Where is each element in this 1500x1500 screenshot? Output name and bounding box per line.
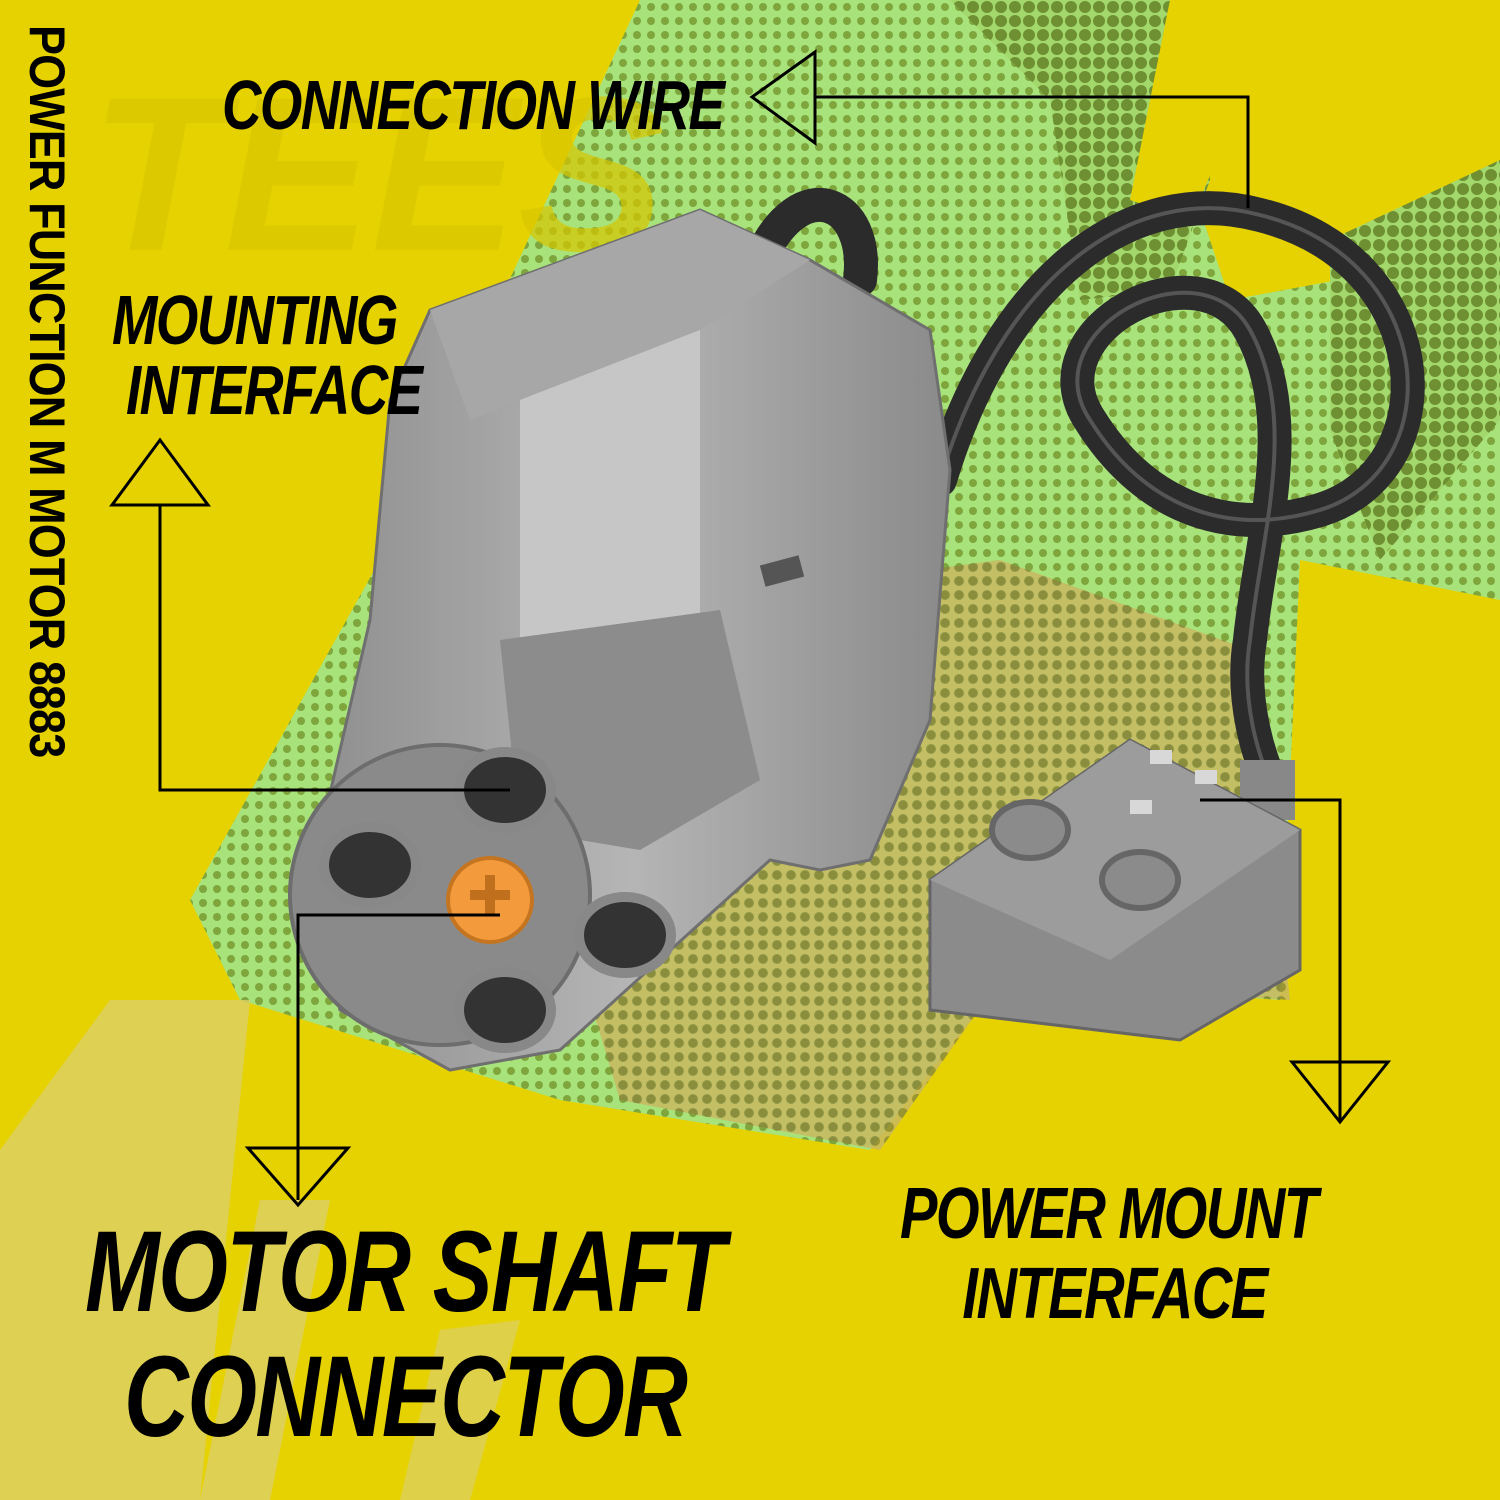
- motor-shaft-arrow-icon: [244, 1146, 352, 1208]
- svg-text:TEES: TEES: [90, 51, 665, 297]
- callout-motor-shaft-line2: Connector: [124, 1333, 688, 1461]
- mounting-interface-arrow-icon: [109, 437, 211, 507]
- mounting-interface-line: [158, 505, 510, 792]
- callout-connection-wire-label: Connection Wire: [222, 66, 725, 144]
- power-mount-line: [1200, 798, 1342, 1120]
- power-mount-arrow-icon: [1288, 1060, 1392, 1125]
- motor-shaft-line: [296, 913, 500, 1200]
- callout-power-mount-line2: Interface: [962, 1254, 1268, 1334]
- connection-wire-line: [815, 95, 1250, 208]
- callout-motor-shaft-line1: Motor Shaft: [85, 1208, 726, 1336]
- connection-wire-arrow-icon: [749, 49, 817, 146]
- motor-body: [288, 208, 952, 1072]
- callout-motor-shaft-connector: Motor Shaft Connector: [85, 1208, 726, 1461]
- power-connector-plug: [928, 738, 1302, 1042]
- product-title: Power Function M Motor 8883: [19, 25, 75, 758]
- callout-lines: [109, 49, 1392, 1208]
- callout-mounting-interface: Mounting Interface: [112, 281, 423, 429]
- callout-power-mount-interface: Power Mount Interface: [900, 1174, 1318, 1334]
- connection-wire-cable: [743, 187, 1425, 797]
- callout-mounting-interface-line2: Interface: [126, 351, 423, 429]
- callout-connection-wire: Connection Wire: [222, 70, 725, 140]
- callout-mounting-interface-line1: Mounting: [112, 281, 398, 359]
- callout-power-mount-line1: Power Mount: [900, 1174, 1318, 1254]
